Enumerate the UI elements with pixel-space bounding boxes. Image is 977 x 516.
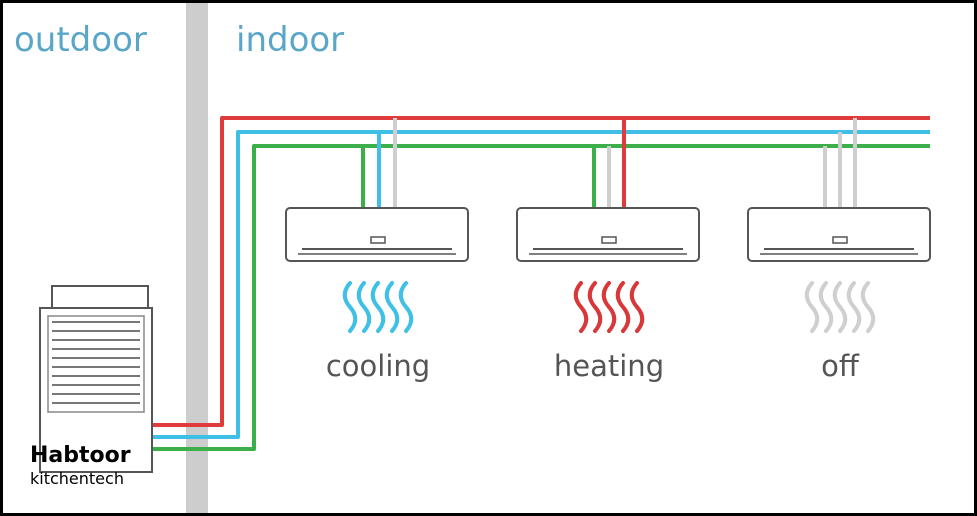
branch-pipes bbox=[361, 118, 857, 208]
mode-label-cooling: cooling bbox=[326, 349, 430, 383]
airflow-wave bbox=[629, 281, 645, 333]
airflow-wave bbox=[818, 281, 834, 333]
airflow-wave bbox=[846, 281, 862, 333]
outdoor-unit bbox=[39, 285, 153, 473]
airflow-wave bbox=[356, 281, 372, 333]
indoor-unit-cooling bbox=[285, 207, 469, 262]
airflow-wave bbox=[370, 281, 386, 333]
indoor-unit-off bbox=[747, 207, 931, 262]
wall bbox=[186, 3, 208, 513]
brand-line-2: kitchentech bbox=[30, 469, 124, 488]
airflow-wave bbox=[573, 281, 589, 333]
brand-line-1: Habtoor bbox=[30, 443, 131, 468]
airflow-wave bbox=[398, 281, 414, 333]
airflow-wave bbox=[601, 281, 617, 333]
airflow-wave bbox=[804, 281, 820, 333]
indoor-unit-heating bbox=[516, 207, 700, 262]
liquid-pipe bbox=[152, 130, 930, 439]
suction-pipe bbox=[152, 144, 930, 451]
airflow-waves-cooling bbox=[342, 281, 414, 333]
mode-label-heating: heating bbox=[554, 349, 664, 383]
airflow-waves-off bbox=[804, 281, 876, 333]
airflow-wave bbox=[615, 281, 631, 333]
outdoor-unit-grille bbox=[52, 321, 140, 404]
airflow-wave bbox=[342, 281, 358, 333]
airflow-wave bbox=[384, 281, 400, 333]
airflow-wave bbox=[860, 281, 876, 333]
airflow-wave bbox=[587, 281, 603, 333]
mode-label-off: off bbox=[821, 349, 860, 383]
hot-gas-pipe bbox=[152, 116, 930, 427]
airflow-wave bbox=[832, 281, 848, 333]
airflow-waves-heating bbox=[573, 281, 645, 333]
indoor-label: indoor bbox=[236, 20, 344, 60]
outdoor-label: outdoor bbox=[14, 20, 147, 60]
